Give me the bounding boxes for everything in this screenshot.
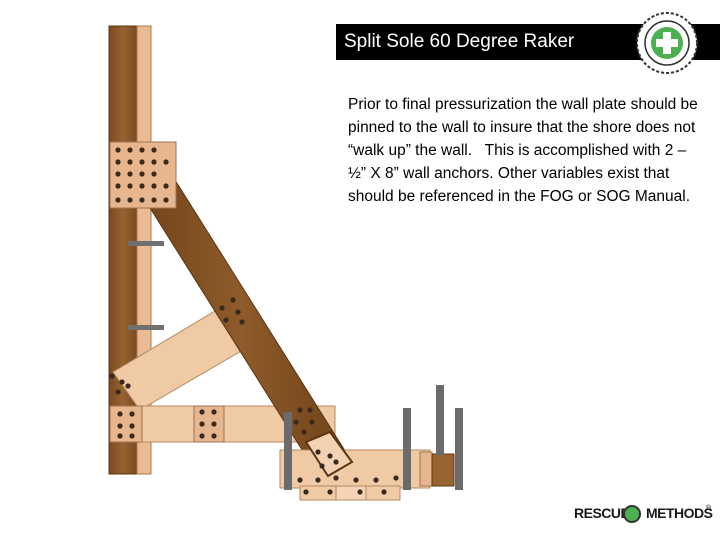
nail xyxy=(211,409,217,415)
nail xyxy=(199,409,205,415)
nail xyxy=(211,421,217,427)
nail xyxy=(151,147,157,153)
nail xyxy=(127,147,133,153)
nail xyxy=(315,449,321,455)
nail xyxy=(117,433,123,439)
nail xyxy=(117,411,123,417)
nail xyxy=(211,433,217,439)
nail xyxy=(223,317,229,323)
logo-left-text: RESCUE xyxy=(574,505,630,521)
nail xyxy=(303,489,309,495)
nail xyxy=(151,197,157,203)
nail xyxy=(163,159,169,165)
wall-anchor xyxy=(128,241,164,246)
nail xyxy=(219,305,225,311)
nail xyxy=(115,389,121,395)
nail xyxy=(139,147,145,153)
nail xyxy=(115,171,121,177)
nail xyxy=(129,423,135,429)
nail xyxy=(117,423,123,429)
nail xyxy=(129,433,135,439)
nail xyxy=(307,407,313,413)
nail xyxy=(297,477,303,483)
nail xyxy=(129,411,135,417)
nail xyxy=(293,419,299,425)
slide-body-text: Prior to final pressurization the wall p… xyxy=(348,96,703,205)
nail xyxy=(151,171,157,177)
nail xyxy=(127,159,133,165)
nail xyxy=(119,379,125,385)
nail xyxy=(301,429,307,435)
nail xyxy=(239,319,245,325)
picket xyxy=(403,408,411,490)
nail xyxy=(127,197,133,203)
logo-right-text: METHODS xyxy=(646,505,713,521)
nail xyxy=(199,421,205,427)
nail xyxy=(297,407,303,413)
nail xyxy=(319,463,325,469)
logo-registered-mark: ® xyxy=(706,505,712,512)
nail xyxy=(127,183,133,189)
nail xyxy=(115,147,121,153)
nail xyxy=(163,197,169,203)
nail xyxy=(235,309,241,315)
nail xyxy=(163,183,169,189)
nail xyxy=(199,433,205,439)
nail xyxy=(139,197,145,203)
rescue-methods-seal-logo xyxy=(636,12,698,74)
nail xyxy=(373,477,379,483)
nail xyxy=(139,171,145,177)
nail xyxy=(381,489,387,495)
nail xyxy=(393,475,399,481)
picket xyxy=(455,408,463,490)
wall-anchor xyxy=(128,325,164,330)
nail xyxy=(115,197,121,203)
nail xyxy=(353,477,359,483)
nail xyxy=(315,477,321,483)
picket xyxy=(284,412,292,490)
nail xyxy=(127,171,133,177)
nail xyxy=(109,373,115,379)
nail xyxy=(125,383,131,389)
nail xyxy=(115,183,121,189)
nail xyxy=(139,159,145,165)
nail xyxy=(115,159,121,165)
nail xyxy=(139,183,145,189)
nail xyxy=(327,489,333,495)
nail xyxy=(151,159,157,165)
nail xyxy=(357,489,363,495)
picket xyxy=(436,385,444,455)
nail xyxy=(327,453,333,459)
nail xyxy=(230,297,236,303)
nail xyxy=(333,475,339,481)
nail xyxy=(333,459,339,465)
nail-pattern xyxy=(109,147,399,495)
rescue-methods-logo: RESCUE METHODS ® xyxy=(574,505,714,531)
nail xyxy=(151,183,157,189)
nail xyxy=(309,419,315,425)
logo-cross-icon xyxy=(623,505,641,523)
